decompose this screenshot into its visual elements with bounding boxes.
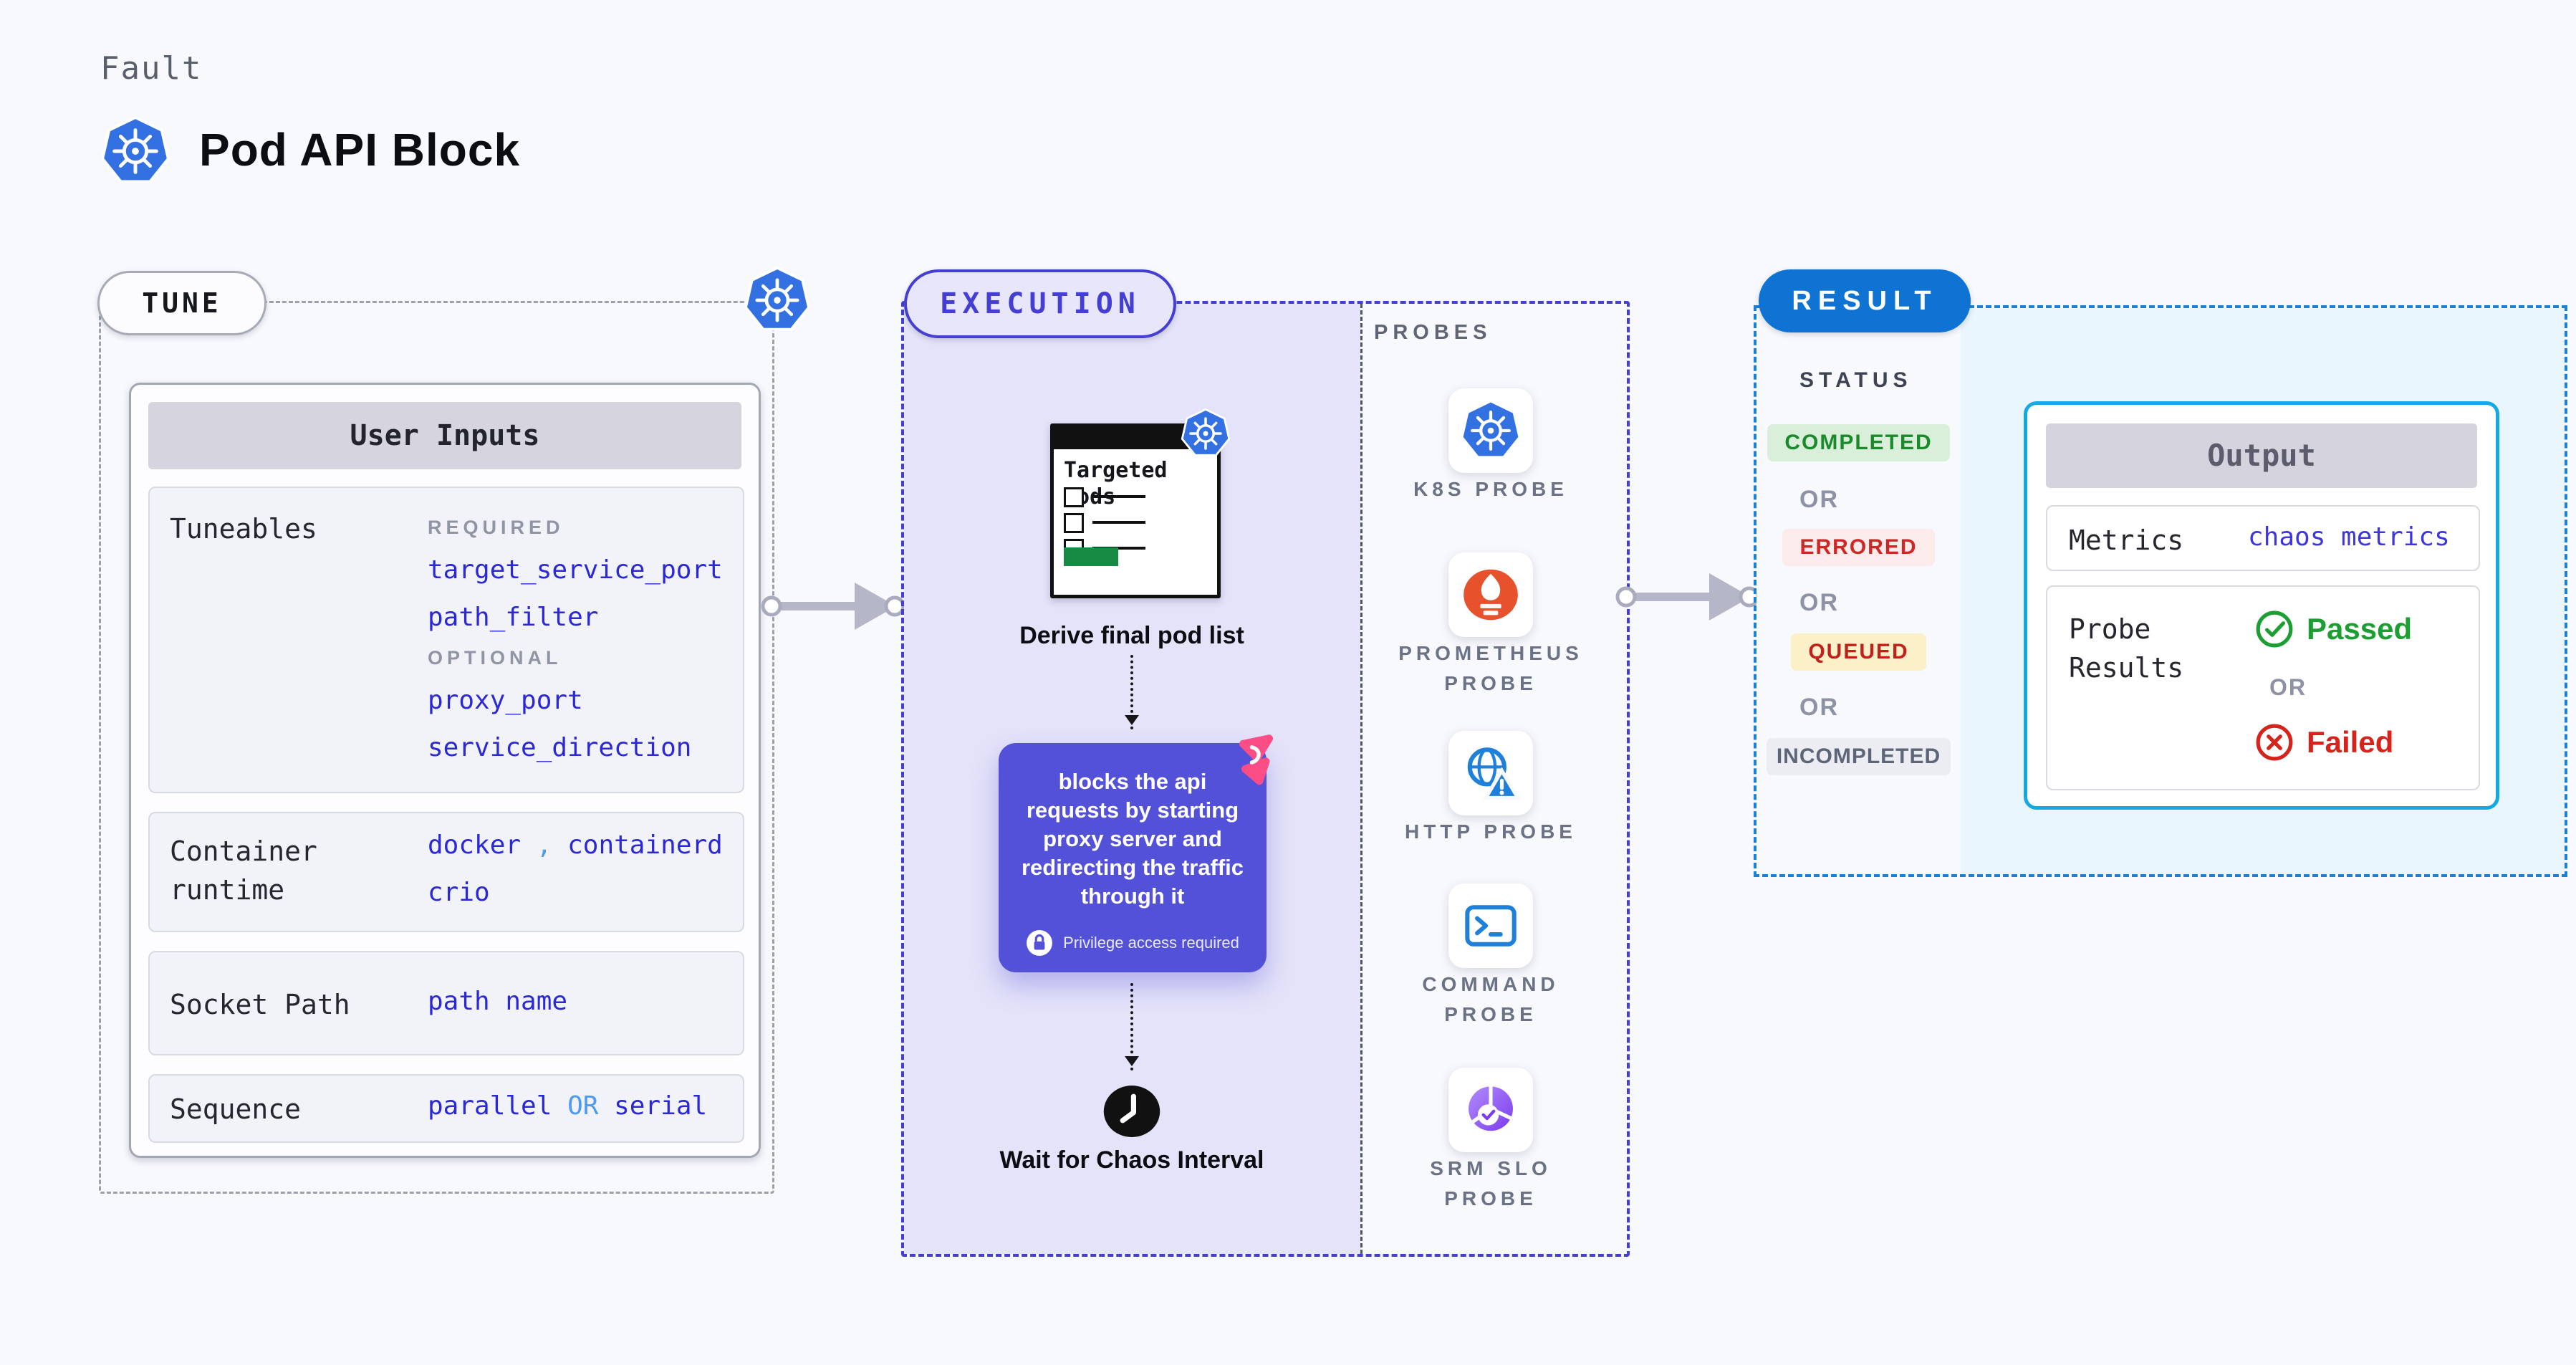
runtime-docker: docker [428,830,522,860]
check-circle-icon [2255,610,2294,648]
tuneable-required-1: target_service_port [428,555,723,585]
runtime-containerd: containerd [567,830,723,860]
privilege-label: Privilege access required [1063,934,1239,952]
sequence-serial: serial [614,1091,708,1121]
prometheus-icon [1460,564,1522,626]
status-title: STATUS [1799,368,1913,392]
status-badge: QUEUED [1756,633,1961,671]
sequence-row: Sequence parallel OR serial [148,1074,744,1143]
tuneable-required-2: path_filter [428,603,599,632]
metrics-row: Metrics chaos metrics [2046,505,2480,571]
tuneables-row: Tuneables REQUIRED target_service_port p… [148,487,744,793]
tune-section [99,301,774,1194]
probe-label-k8s: K8S PROBE [1413,478,1568,500]
sequence-label: Sequence [170,1093,302,1125]
probe-result-passed: Passed [2255,610,2412,648]
status-badge: INCOMPLETED [1756,738,1961,775]
status-column: STATUS COMPLETED OR ERRORED OR QUEUED OR… [1756,308,1963,874]
socket-path-row: Socket Path path name [148,951,744,1055]
flow-arrow-down-icon [1125,983,1139,1071]
probe-card-srm-slo [1448,1068,1533,1152]
fault-action-box: blocks the api requests by starting prox… [999,743,1267,972]
kubernetes-icon [100,116,170,186]
privilege-row: Privilege access required [999,929,1267,957]
probe-label-http: HTTP PROBE [1405,820,1577,843]
required-label: REQUIRED [428,517,564,538]
terminal-icon [1460,895,1522,957]
flow-arrow-tune-to-execution [759,574,904,638]
kubernetes-icon [1460,400,1522,461]
fault-label: Fault [100,50,203,87]
tune-badge: TUNE [97,271,266,335]
container-runtime-values: docker , containerd [428,830,723,860]
derive-pod-list-label: Derive final pod list [1019,622,1244,649]
probe-results-row: Probe Results Passed OR Failed [2046,585,2480,790]
probe-card-http [1448,731,1533,815]
probe-label-command: COMMAND PROBE [1422,973,1559,1025]
flow-arrow-down-icon [1125,655,1139,729]
or-label: OR [2269,674,2307,700]
tuneable-optional-2: service_direction [428,733,692,762]
optional-label: OPTIONAL [428,647,562,669]
fault-action-text: blocks the api requests by starting prox… [1021,769,1244,909]
progress-bar [1064,547,1118,566]
sequence-values: parallel OR serial [428,1091,707,1121]
x-circle-icon [2255,723,2294,762]
probe-label-srm-slo: SRM SLO PROBE [1430,1157,1552,1210]
metrics-label: Metrics [2069,525,2184,556]
checkbox-icon [1064,513,1084,533]
runtime-separator: , [536,830,552,860]
clock-icon [1103,1081,1160,1142]
runtime-crio: crio [428,878,490,907]
container-runtime-label: Container runtime [170,835,317,906]
probes-title: PROBES [1374,321,1492,344]
pod-line [1092,547,1145,550]
result-badge: RESULT [1759,269,1971,332]
lock-icon [1026,929,1053,957]
checkbox-icon [1064,487,1084,507]
socket-path-label: Socket Path [170,989,350,1020]
probe-results-label: Probe Results [2069,613,2184,684]
or-label: OR [1799,486,1839,513]
pod-line [1092,495,1145,498]
kubernetes-icon [1181,408,1231,459]
litmus-chaos-icon [1228,731,1282,785]
sequence-parallel: parallel [428,1091,552,1121]
wait-chaos-interval-label: Wait for Chaos Interval [999,1146,1264,1174]
output-title: Output [2046,423,2477,488]
probe-label-prometheus: PROMETHEUS PROBE [1398,642,1583,694]
tuneable-optional-1: proxy_port [428,686,583,715]
socket-path-value: path name [428,987,568,1016]
or-label: OR [1799,589,1839,616]
metrics-value: chaos metrics [2248,522,2450,552]
container-runtime-row: Container runtime docker , containerd cr… [148,812,744,932]
execution-badge: EXECUTION [904,269,1176,338]
user-inputs-card: User Inputs Tuneables REQUIRED target_se… [129,383,761,1158]
probe-card-k8s [1448,388,1533,473]
slo-pie-icon [1460,1079,1522,1141]
kubernetes-icon [744,267,811,334]
page-title: Pod API Block [199,124,521,176]
pod-line [1092,521,1145,524]
probe-result-failed: Failed [2255,723,2393,762]
flow-arrow-execution-to-result [1614,565,1759,629]
http-globe-icon [1460,742,1522,804]
output-card: Output Metrics chaos metrics Probe Resul… [2024,401,2499,810]
user-inputs-title: User Inputs [148,402,741,469]
sequence-or: OR [567,1091,599,1121]
status-badge: COMPLETED [1756,424,1961,461]
probe-card-prometheus [1448,552,1533,637]
or-label: OR [1799,694,1839,721]
probe-card-command [1448,883,1533,968]
tuneables-label: Tuneables [170,513,317,545]
status-badge: ERRORED [1756,529,1961,566]
